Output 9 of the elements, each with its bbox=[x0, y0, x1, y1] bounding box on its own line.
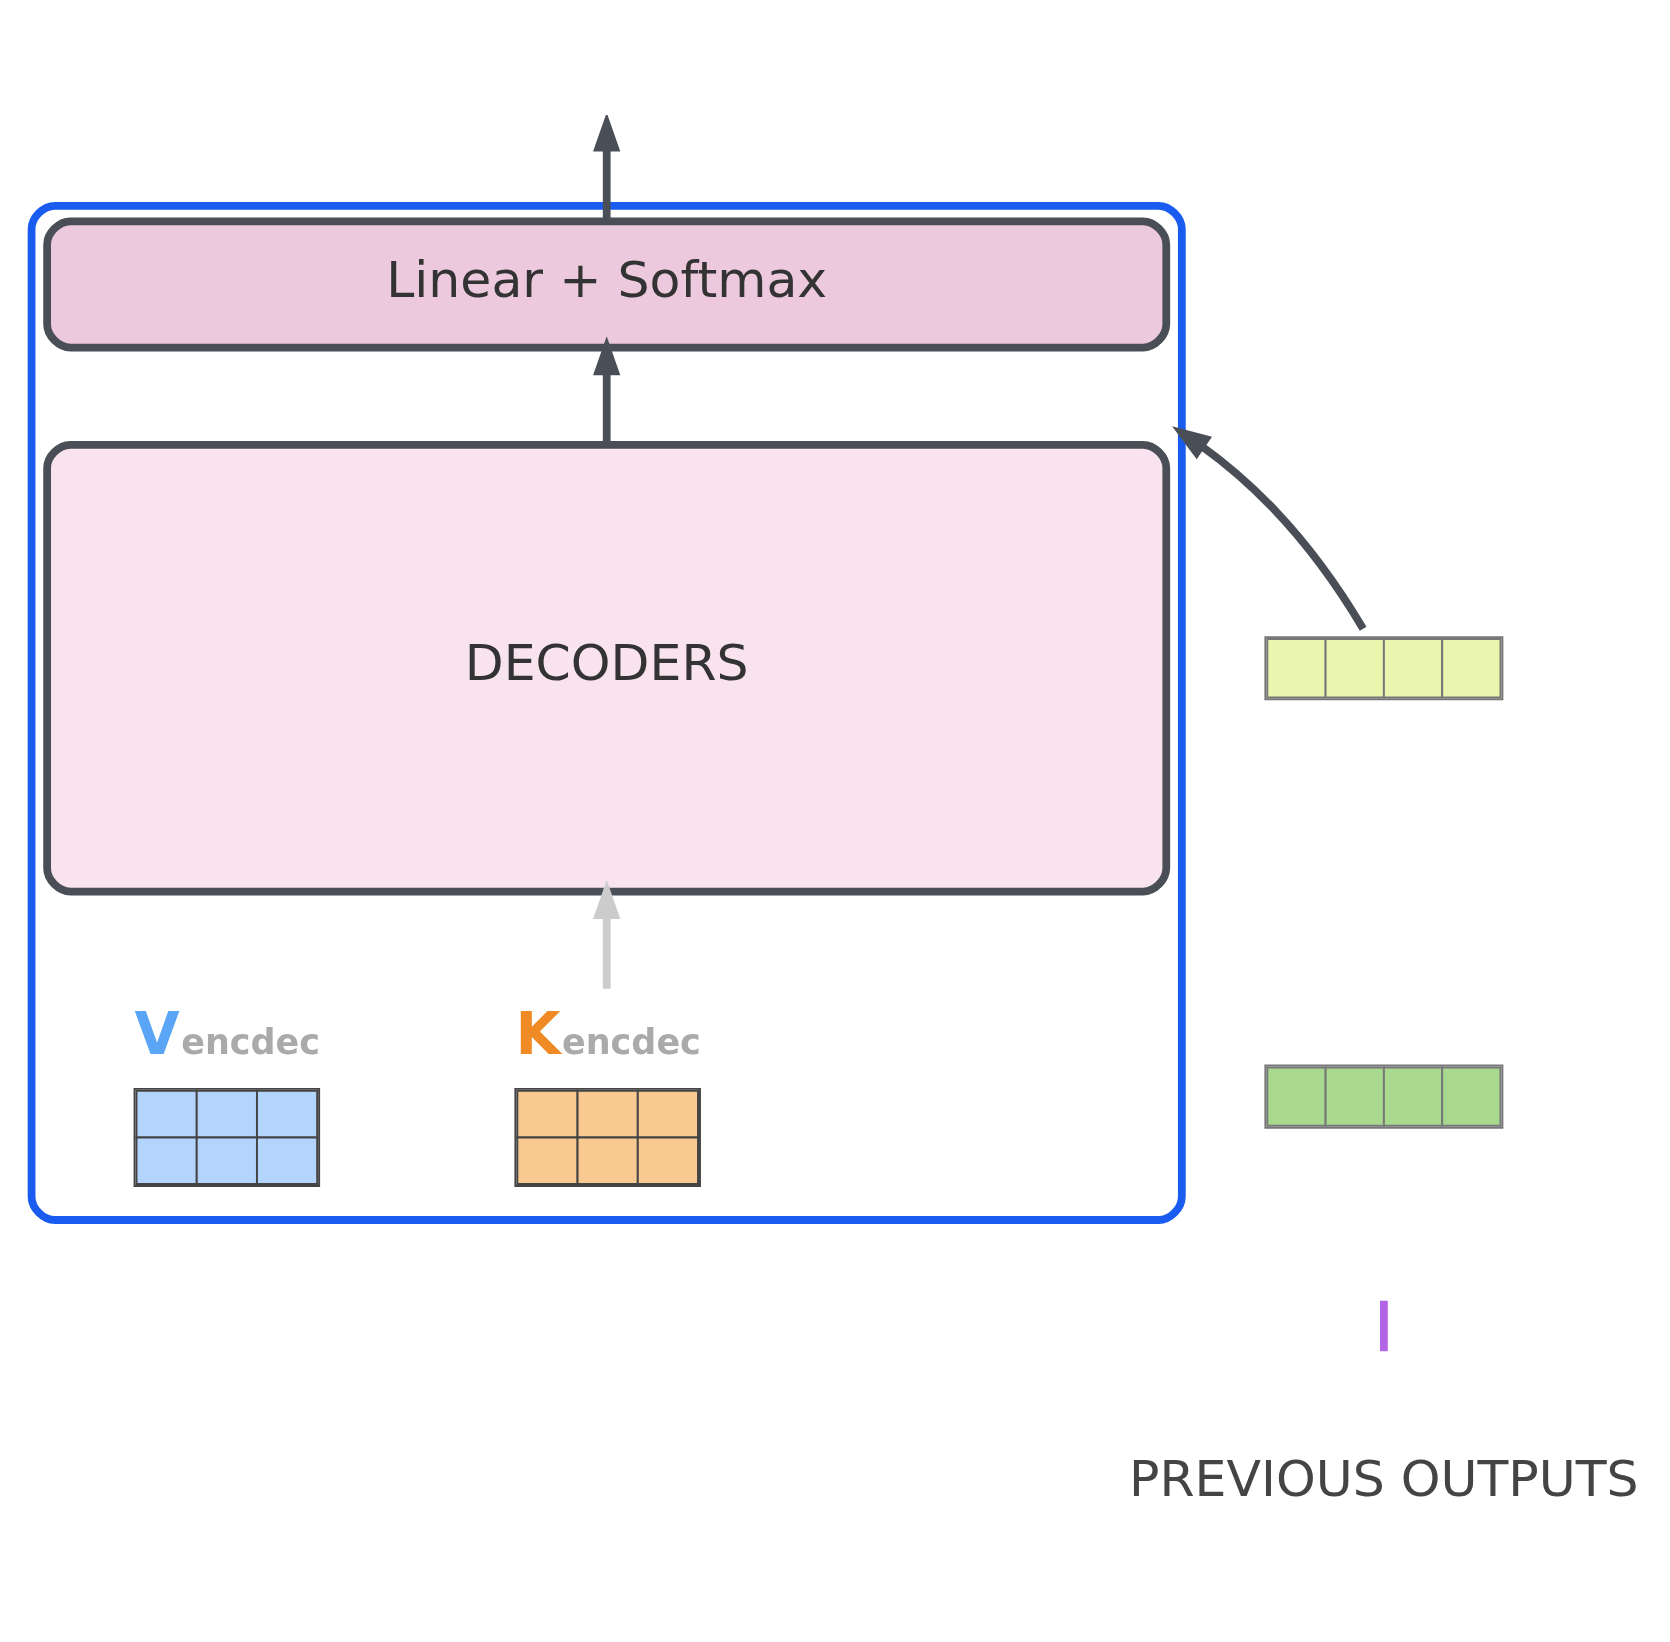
cluster bbox=[27, 201, 1186, 1224]
node-label: Vencdec bbox=[134, 999, 321, 1068]
node-text: PREVIOUS OUTPUTS bbox=[1129, 1448, 1639, 1508]
node-bar bbox=[1380, 1300, 1388, 1352]
node-box: Linear + Softmax bbox=[43, 217, 1171, 352]
node-box: DECODERS bbox=[43, 440, 1171, 896]
arrow bbox=[1172, 426, 1367, 631]
arrow bbox=[593, 115, 621, 221]
node-label: Kencdec bbox=[515, 999, 701, 1068]
